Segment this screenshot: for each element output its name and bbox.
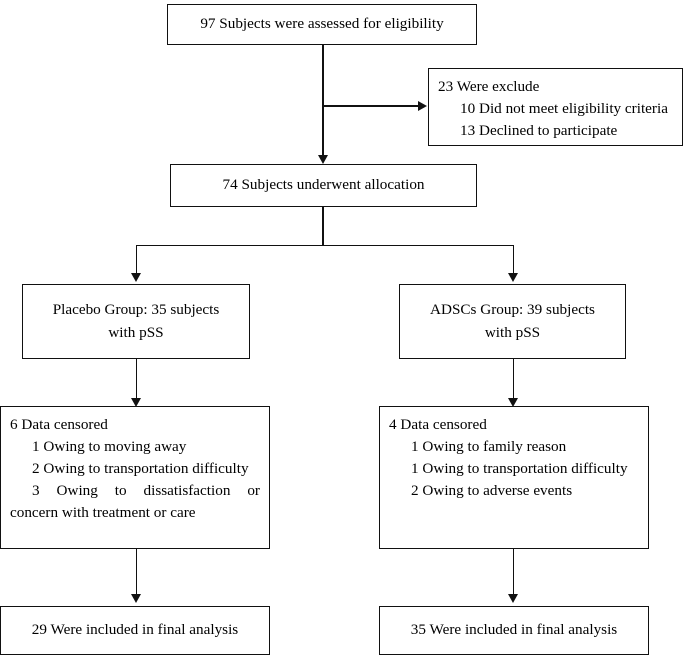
- arrow-enrollment-to-allocation: [317, 155, 328, 164]
- arrow-allocation-to-placebo: [131, 273, 141, 282]
- node-excluded-item-1: 10 Did not meet eligibility criteria: [460, 100, 668, 118]
- node-placebo-censored-item-1: 1 Owing to moving away: [32, 438, 187, 456]
- node-adscs-group: ADSCs Group: 39 subjects with pSS: [399, 284, 626, 359]
- connector-allocation-stem: [322, 207, 324, 246]
- arrow-enrollment-to-excluded: [418, 100, 427, 111]
- connector-adscs-censored-to-final: [512, 549, 515, 597]
- connector-allocation-to-adscs: [512, 244, 515, 276]
- node-placebo-final-analysis: 29 Were included in final analysis: [0, 606, 270, 655]
- node-placebo-censored-heading: 6 Data censored: [10, 416, 108, 433]
- node-adscs-group-line1: ADSCs Group: 39 subjects: [430, 301, 595, 319]
- node-adscs-censored-heading: 4 Data censored: [389, 416, 487, 433]
- node-allocation-text: 74 Subjects underwent allocation: [222, 176, 425, 194]
- arrow-placebo-censored-to-final: [131, 594, 141, 603]
- connector-enrollment-to-allocation: [322, 45, 324, 162]
- node-placebo-censored-item-3-line2: concern with treatment or care: [10, 504, 196, 522]
- node-adscs-censored-item-2: 1 Owing to transportation difficulty: [411, 460, 628, 478]
- node-placebo-final-analysis-text: 29 Were included in final analysis: [31, 621, 239, 639]
- node-adscs-censored: 4 Data censored 1 Owing to family reason…: [379, 406, 649, 549]
- connector-placebo-to-censored: [135, 359, 138, 402]
- arrow-adscs-to-censored: [508, 398, 518, 407]
- node-adscs-final-analysis: 35 Were included in final analysis: [379, 606, 649, 655]
- connector-enrollment-to-excluded: [322, 105, 420, 107]
- node-enrollment-text: 97 Subjects were assessed for eligibilit…: [200, 15, 444, 33]
- node-adscs-censored-item-1: 1 Owing to family reason: [411, 438, 567, 456]
- connector-allocation-to-placebo: [135, 244, 138, 276]
- node-excluded: 23 Were exclude 10 Did not meet eligibil…: [428, 68, 683, 146]
- node-adscs-censored-item-3: 2 Owing to adverse events: [411, 482, 573, 500]
- arrow-placebo-to-censored: [131, 398, 141, 407]
- node-excluded-heading: 23 Were exclude: [438, 78, 540, 95]
- node-allocation: 74 Subjects underwent allocation: [170, 164, 477, 207]
- node-placebo-group-line1: Placebo Group: 35 subjects: [52, 301, 220, 319]
- connector-adscs-to-censored: [512, 359, 515, 402]
- connector-placebo-censored-to-final: [135, 549, 138, 597]
- node-placebo-censored-item-3-line1: 3 Owing to dissatisfaction or: [32, 482, 260, 500]
- node-placebo-group-line2: with pSS: [108, 323, 164, 341]
- node-adscs-final-analysis-text: 35 Were included in final analysis: [410, 621, 618, 639]
- arrow-adscs-censored-to-final: [508, 594, 518, 603]
- node-placebo-group: Placebo Group: 35 subjects with pSS: [22, 284, 250, 359]
- node-excluded-item-2: 13 Declined to participate: [460, 122, 618, 140]
- connector-allocation-crossbar: [136, 244, 514, 247]
- arrow-allocation-to-adscs: [508, 273, 518, 282]
- node-adscs-group-line2: with pSS: [484, 323, 541, 341]
- node-enrollment: 97 Subjects were assessed for eligibilit…: [167, 4, 477, 45]
- node-placebo-censored-item-2: 2 Owing to transportation difficulty: [32, 460, 249, 478]
- node-placebo-censored: 6 Data censored 1 Owing to moving away 2…: [0, 406, 270, 549]
